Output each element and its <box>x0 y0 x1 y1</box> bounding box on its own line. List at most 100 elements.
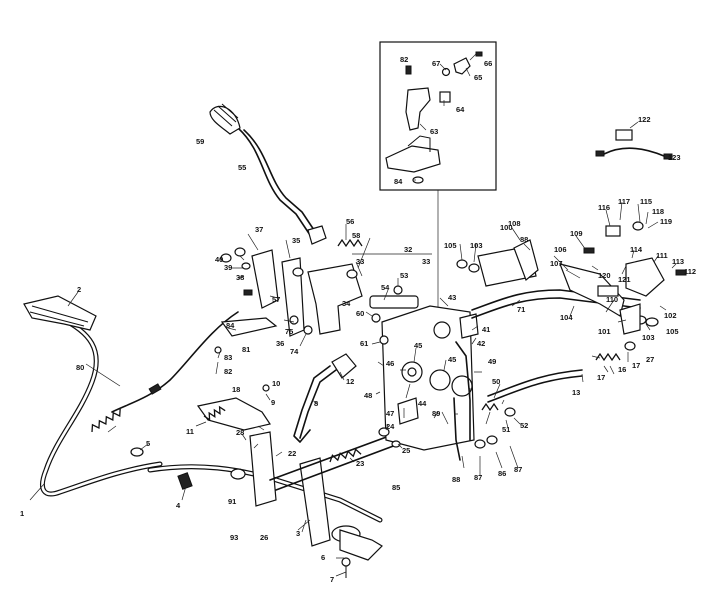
part-67-nut <box>441 67 451 77</box>
label-50: 50 <box>492 377 500 386</box>
part-53-knob <box>393 285 403 295</box>
label-64: 64 <box>456 105 465 114</box>
part-52-nut <box>504 407 516 417</box>
part-57-screw <box>243 289 253 296</box>
label-4: 4 <box>176 501 181 510</box>
left-bracket-assembly <box>214 247 313 354</box>
label-3: 3 <box>296 529 300 538</box>
part-24-nut <box>378 427 390 437</box>
label-16: 16 <box>618 365 626 374</box>
part-40-washer <box>220 253 232 263</box>
label-84a: 84 <box>394 177 403 186</box>
part-104-arm <box>559 263 625 317</box>
part-93-plate <box>249 431 277 507</box>
label-88b: 88 <box>452 475 460 484</box>
right-shaft-assembly <box>456 221 687 335</box>
part-118-nut <box>632 221 644 231</box>
label-34: 34 <box>342 299 351 308</box>
rod-13-assembly <box>474 341 636 449</box>
label-87a: 87 <box>474 473 482 482</box>
part-23-spring <box>329 448 362 463</box>
label-41: 41 <box>482 325 490 334</box>
label-119: 119 <box>660 217 672 226</box>
label-55: 55 <box>238 163 246 172</box>
label-12: 12 <box>346 377 354 386</box>
part-91-bush <box>230 468 246 480</box>
label-67: 67 <box>432 59 440 68</box>
label-66: 66 <box>484 59 492 68</box>
part-54-shaft <box>369 295 419 309</box>
label-118: 118 <box>652 207 664 216</box>
part-80-cable <box>111 311 239 413</box>
label-103a: 103 <box>470 241 483 250</box>
part-71-shaft <box>471 289 641 311</box>
label-13: 13 <box>572 388 580 397</box>
part-80-spring <box>91 408 121 433</box>
part-84-nut <box>412 176 424 184</box>
part-39-nut <box>241 262 251 270</box>
part-2-pad-ridges <box>29 305 89 327</box>
label-101: 101 <box>598 327 611 336</box>
label-82a: 82 <box>400 55 408 64</box>
part-63-base <box>385 145 441 173</box>
leader-lines <box>29 53 687 577</box>
label-8: 8 <box>314 399 318 408</box>
label-42: 42 <box>477 339 485 348</box>
label-26: 26 <box>260 533 268 542</box>
part-9-plate <box>196 397 271 431</box>
part-56-spring <box>337 238 363 248</box>
part-74-nut <box>303 325 313 335</box>
label-11: 11 <box>186 427 194 436</box>
part-55-lever-foot <box>307 225 327 245</box>
label-100: 100 <box>500 223 513 232</box>
part-81-plate <box>220 317 278 337</box>
part-41-hole <box>433 321 451 339</box>
label-80: 80 <box>76 363 84 372</box>
part-105-washer-a <box>456 259 468 269</box>
label-110: 110 <box>606 295 618 304</box>
label-61: 61 <box>360 339 368 348</box>
part-87-washer <box>486 435 498 445</box>
label-104: 104 <box>560 313 573 322</box>
label-111: 111 <box>656 251 668 260</box>
part-123-plug-right <box>663 153 673 160</box>
label-71: 71 <box>517 305 525 314</box>
label-25: 25 <box>402 446 410 455</box>
spring-23-assembly <box>329 427 401 463</box>
wiring-harness <box>595 129 673 160</box>
label-105b: 105 <box>666 327 679 336</box>
part-50-spring <box>481 402 499 412</box>
label-47: 47 <box>386 409 394 418</box>
label-87b: 87 <box>514 465 522 474</box>
part-44-hub <box>407 367 417 377</box>
part-25-nut <box>391 440 401 448</box>
part-64-clip <box>439 91 451 103</box>
label-65: 65 <box>474 73 482 82</box>
part-61-nut <box>379 335 389 345</box>
label-44: 44 <box>418 399 427 408</box>
label-33b: 33 <box>422 257 430 266</box>
label-39: 39 <box>224 263 232 272</box>
label-93: 93 <box>230 533 238 542</box>
lever-8-assembly <box>196 353 357 443</box>
inset-detail-box <box>379 41 497 312</box>
part-55-lever-rod-edge <box>243 129 319 237</box>
part-12-knob <box>331 353 357 379</box>
part-101-bracket <box>619 303 641 335</box>
label-63: 63 <box>430 127 438 136</box>
part-106-bolt <box>583 247 595 254</box>
part-13-rod <box>487 369 583 397</box>
label-56: 56 <box>346 217 354 226</box>
label-52: 52 <box>520 421 528 430</box>
part-117-block <box>605 225 621 237</box>
label-18: 18 <box>232 385 240 394</box>
part-47-block <box>397 397 419 425</box>
label-83: 83 <box>224 353 232 362</box>
label-121: 121 <box>618 275 631 284</box>
label-123: 123 <box>668 153 681 162</box>
label-107: 107 <box>550 259 563 268</box>
label-5: 5 <box>146 439 150 448</box>
part-103-washer-a <box>468 263 480 273</box>
label-102: 102 <box>664 311 677 320</box>
label-103b: 103 <box>642 333 655 342</box>
